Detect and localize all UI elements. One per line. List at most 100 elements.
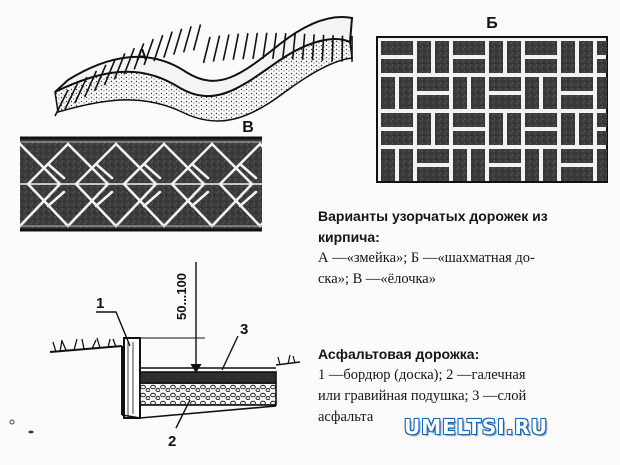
patterns-caption-body-1: А —«змейка»; Б —«шахматная до-	[318, 250, 535, 266]
serpentine-brick-joint	[331, 35, 334, 62]
scan-mark	[28, 430, 34, 434]
serpentine-brick-joint	[173, 28, 183, 55]
checker-brick	[579, 41, 593, 73]
checker-brick	[597, 149, 607, 181]
herringbone-joint	[238, 190, 258, 208]
checker-brick	[525, 113, 557, 127]
site-watermark: UMELTSI.RU	[404, 415, 548, 439]
label-b: Б	[486, 15, 498, 32]
checker-brick	[399, 149, 413, 181]
checker-brick	[417, 113, 431, 145]
checkerboard-path-b: Б	[376, 15, 620, 199]
checker-brick	[381, 59, 413, 73]
checker-brick	[381, 113, 413, 127]
label-3: 3	[240, 321, 248, 338]
herringbone-joint	[190, 162, 210, 180]
checker-brick	[381, 185, 413, 199]
herringbone-joint	[0, 164, 16, 178]
herringbone-joint	[66, 182, 110, 228]
checker-brick	[417, 41, 431, 73]
checker-brick	[453, 41, 485, 55]
checker-brick	[489, 41, 503, 73]
checker-brick	[453, 149, 467, 181]
asphalt-caption-body-2: или гравийная подушка; 3 —слой	[318, 388, 527, 404]
label-a: А	[136, 47, 148, 64]
asphalt-caption-body-3: асфальта	[318, 409, 374, 425]
herringbone-joint	[20, 142, 22, 146]
checker-brick	[525, 185, 557, 199]
herringbone-joint	[142, 190, 162, 208]
checker-brick	[543, 149, 557, 181]
serpentine-brick-joint	[262, 32, 268, 59]
checker-brick	[417, 167, 449, 181]
herringbone-joint	[162, 142, 206, 186]
herringbone-joint	[268, 144, 308, 184]
checker-brick	[615, 77, 620, 109]
herringbone-joint	[210, 182, 254, 228]
serpentine-brick-joint	[163, 31, 173, 58]
checker-brick	[561, 167, 593, 181]
herringbone-joint	[142, 162, 162, 180]
checker-brick	[489, 77, 521, 91]
depth-dimension-label: 50...100	[174, 273, 189, 320]
checker-brick	[489, 95, 521, 109]
checker-brick	[489, 167, 521, 181]
herringbone-joint	[258, 222, 262, 228]
serpentine-brick-joint	[252, 32, 259, 60]
checker-brick	[381, 131, 413, 145]
serpentine-brick-joint	[232, 33, 240, 60]
serpentine-brick-joint	[123, 47, 136, 75]
serpentine-brick-joint	[103, 58, 117, 86]
checker-brick	[489, 113, 503, 145]
herringbone-joint	[190, 190, 210, 208]
herringbone-joint	[114, 182, 158, 228]
serpentine-brick-joint	[212, 35, 221, 62]
herringbone-joint	[210, 142, 254, 186]
checker-brick	[471, 149, 485, 181]
herringbone-joint	[258, 142, 262, 148]
checker-brick	[525, 59, 557, 73]
checker-brick	[453, 59, 485, 73]
checker-brick	[597, 131, 607, 145]
asphalt-caption: Асфальтовая дорожка: 1 —бордюр (доска); …	[318, 344, 614, 428]
checker-brick	[399, 77, 413, 109]
serpentine-brick-joint	[182, 26, 192, 53]
herringbone-joint	[20, 224, 22, 228]
checker-brick	[453, 113, 485, 127]
herringbone-joint	[20, 182, 62, 228]
checker-brick	[579, 113, 593, 145]
checker-brick	[471, 77, 485, 109]
scan-mark	[9, 419, 15, 425]
serpentine-brick-joint	[291, 33, 296, 60]
checker-brick	[561, 113, 575, 145]
herringbone-joint	[66, 142, 110, 186]
serpentine-brick-joint	[74, 76, 88, 104]
serpentine-brick-joint	[222, 34, 230, 61]
checker-brick	[489, 149, 521, 163]
herringbone-joint	[114, 142, 158, 186]
patterns-caption: Варианты узорчатых дорожек из кирпича: А…	[318, 206, 614, 290]
serpentine-brick-joint	[93, 64, 107, 92]
checker-brick	[597, 185, 620, 199]
checker-brick	[615, 149, 620, 181]
checker-brick	[381, 77, 395, 109]
herringbone-joint	[288, 192, 304, 206]
checker-brick	[453, 77, 467, 109]
asphalt-caption-body-1: 1 —бордюр (доска); 2 —галечная	[318, 367, 526, 383]
checker-brick	[561, 77, 593, 91]
herringbone-joint	[94, 162, 114, 180]
checker-brick	[597, 77, 607, 109]
serpentine-brick-joint	[192, 24, 202, 51]
serpentine-brick-joint	[202, 36, 211, 64]
label-2: 2	[168, 433, 176, 450]
patterns-caption-title-1: Варианты узорчатых дорожек из	[318, 208, 548, 224]
checker-brick	[525, 77, 539, 109]
serpentine-brick-joint	[301, 33, 306, 60]
serpentine-path-a: А	[54, 16, 354, 122]
patterns-caption-title-2: кирпича:	[318, 229, 380, 245]
checker-brick	[597, 59, 607, 73]
checker-brick	[525, 131, 557, 145]
checker-brick	[561, 41, 575, 73]
serpentine-brick-joint	[321, 34, 325, 61]
